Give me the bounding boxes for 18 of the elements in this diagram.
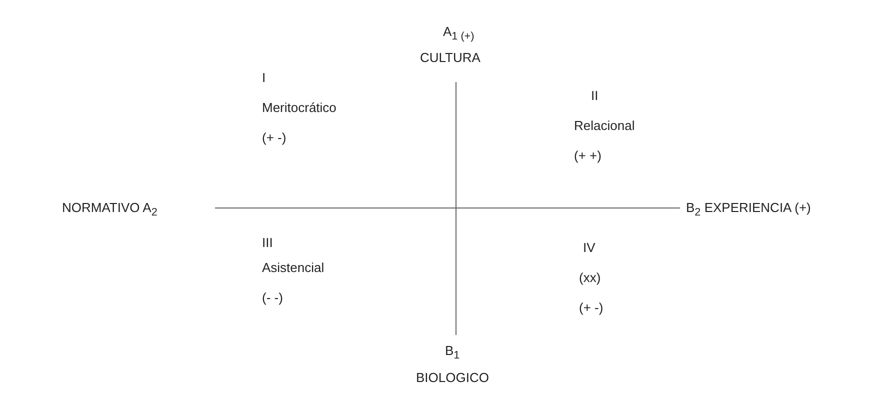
quadrant-number: III xyxy=(262,235,273,251)
axis-label: B$_{2}$ EXPERIENCIA (+) xyxy=(686,200,811,221)
quadrant-sign: (+ +) xyxy=(574,148,602,164)
quadrant-label: (xx) xyxy=(579,270,601,286)
axis-label: A$_{1 (+)}$ xyxy=(443,24,474,45)
quadrant-number: IV xyxy=(583,240,596,256)
axis-label: BIOLOGICO xyxy=(416,370,489,386)
axis-label: NORMATIVO A$_{2}$ xyxy=(62,200,158,221)
quadrant-label: Asistencial xyxy=(262,260,324,276)
quadrant-number: II xyxy=(591,88,598,104)
quadrant-number: I xyxy=(262,70,266,86)
quadrant-sign: (- -) xyxy=(262,290,283,306)
quadrant-label: Relacional xyxy=(574,118,635,134)
quadrant-sign: (+ -) xyxy=(579,300,604,316)
axis-label: B$_{1}$ xyxy=(445,343,460,364)
quadrant-label: Meritocrático xyxy=(262,100,336,116)
axis-label: CULTURA xyxy=(420,50,480,66)
quadrant-sign: (+ -) xyxy=(262,130,286,146)
